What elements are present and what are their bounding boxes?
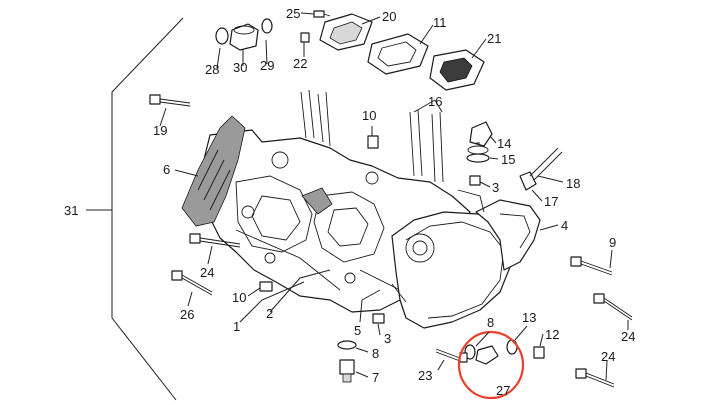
assembly-bracket-31 [86, 17, 184, 401]
callout-17: 17 [544, 194, 558, 209]
callout-3-lower: 3 [384, 331, 391, 346]
part-22-screw [300, 32, 310, 43]
callout-21: 21 [487, 31, 501, 46]
callout-18: 18 [566, 176, 580, 191]
callout-12: 12 [545, 327, 559, 342]
part-29-clamp [261, 18, 273, 34]
part-27-plug [475, 345, 499, 365]
callout-7: 7 [372, 370, 379, 385]
callout-10-lower: 10 [232, 290, 246, 305]
callout-8-left: 8 [372, 346, 379, 361]
callout-26: 26 [180, 307, 194, 322]
callout-14: 14 [497, 136, 511, 151]
part-30-hose [229, 23, 259, 51]
part-11-gasket [367, 33, 429, 75]
callout-23: 23 [418, 368, 432, 383]
intake-parts [215, 10, 485, 91]
part-28-clamp [215, 27, 229, 45]
callout-13: 13 [522, 310, 536, 325]
callout-22: 22 [293, 56, 307, 71]
crankcase-assembly [181, 89, 541, 329]
callout-31: 31 [64, 203, 78, 218]
callout-9: 9 [609, 235, 616, 250]
callout-1: 1 [233, 319, 240, 334]
callout-24-left: 24 [200, 265, 214, 280]
callout-8-right: 8 [487, 315, 494, 330]
callout-30: 30 [233, 60, 247, 75]
callout-28: 28 [205, 62, 219, 77]
callout-10-upper: 10 [362, 108, 376, 123]
callout-19: 19 [153, 123, 167, 138]
callout-5: 5 [354, 323, 361, 338]
part-25-screw [313, 10, 325, 18]
fasteners [149, 94, 633, 388]
callout-20: 20 [382, 9, 396, 24]
callout-27: 27 [496, 383, 510, 398]
callout-4: 4 [561, 218, 568, 233]
highlight-circle [457, 330, 525, 400]
callout-2: 2 [266, 306, 273, 321]
callout-29: 29 [260, 58, 274, 73]
callout-16: 16 [428, 94, 442, 109]
callout-labels: 25 20 11 21 22 28 30 29 19 6 10 16 14 15… [64, 6, 635, 398]
callout-15: 15 [501, 152, 515, 167]
callout-11: 11 [433, 15, 447, 30]
callout-6: 6 [163, 162, 170, 177]
callout-25: 25 [286, 6, 300, 21]
callout-24-right-lower: 24 [601, 349, 615, 364]
callout-24-right-upper: 24 [621, 329, 635, 344]
leader-lines [159, 12, 629, 381]
callout-3-upper: 3 [492, 180, 499, 195]
